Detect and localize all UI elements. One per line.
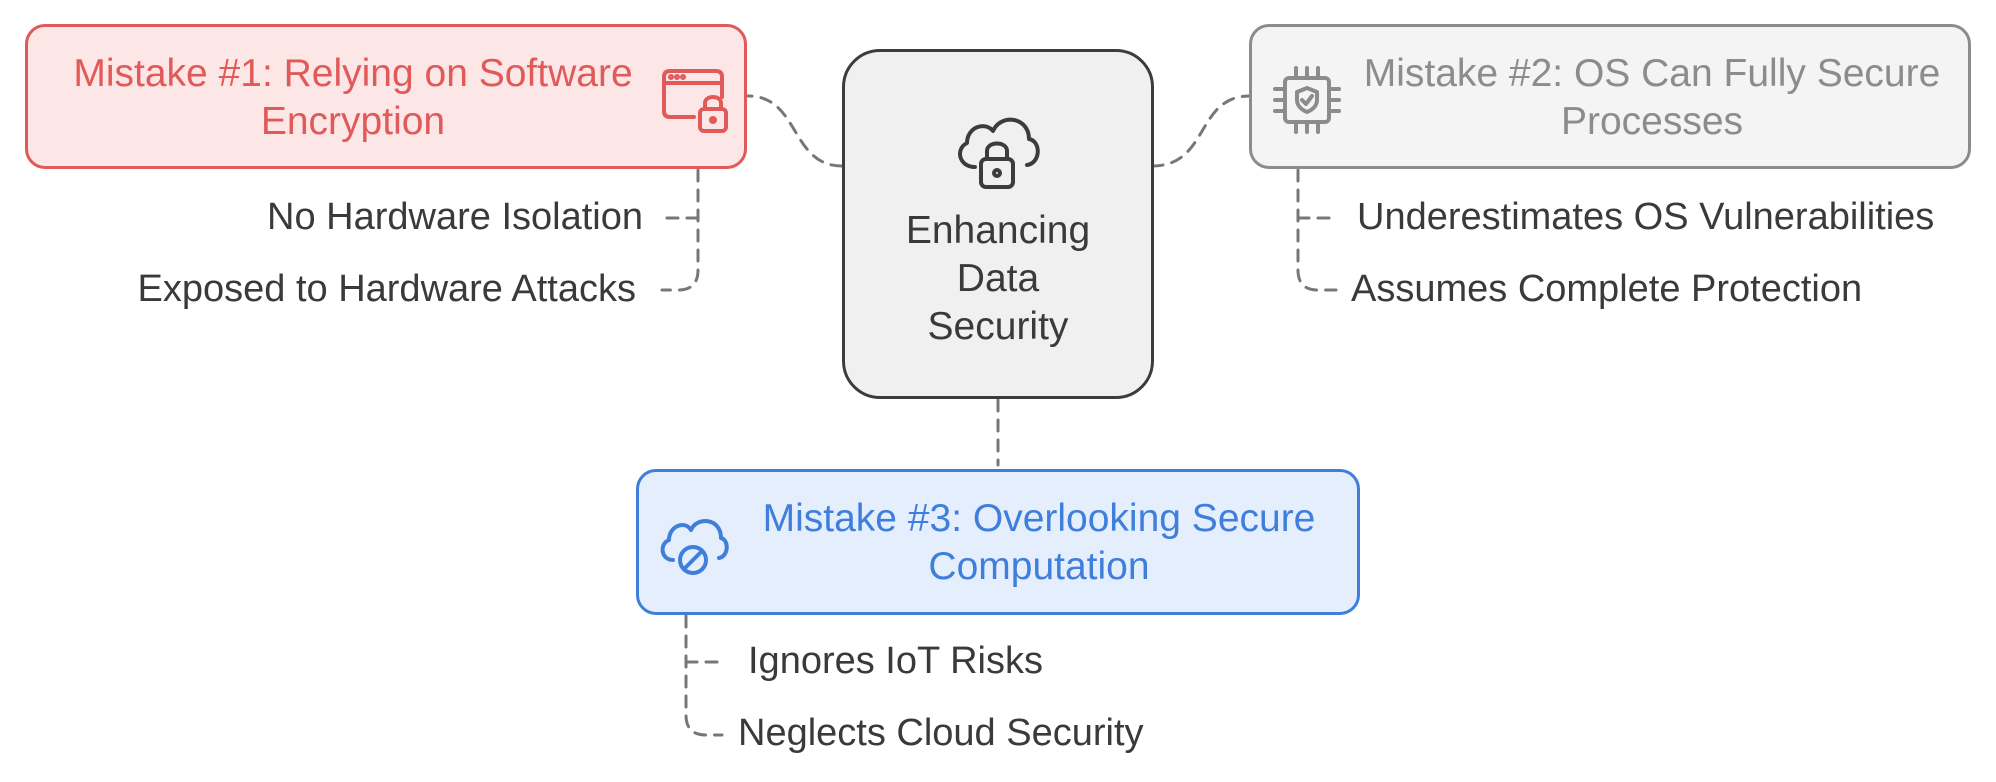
mistake1-node: Mistake #1: Relying on Software Encrypti… — [25, 24, 747, 169]
mistake2-item-1: Underestimates OS Vulnerabilities — [1357, 196, 1935, 238]
mistake1-item-1: No Hardware Isolation — [267, 196, 643, 238]
mistake1-title-line-2: Encryption — [260, 100, 446, 143]
connector-mistake1-items — [660, 168, 700, 292]
cloud-blocked-icon — [660, 519, 729, 575]
mistake2-node: Mistake #2: OS Can Fully Secure Processe… — [1249, 24, 1971, 169]
mistake3-title-line-2: Computation — [928, 545, 1150, 588]
mistake3-title-line-1: Mistake #3: Overlooking Secure — [762, 497, 1316, 540]
mistake3-node: Mistake #3: Overlooking Secure Computati… — [636, 469, 1360, 615]
mistake3-item-1: Ignores IoT Risks — [748, 640, 1043, 682]
mistake2-title: Mistake #2: OS Can Fully Secure Processe… — [1347, 50, 1957, 146]
mistake2-title-line-1: Mistake #2: OS Can Fully Secure — [1363, 52, 1941, 95]
chip-shield-icon — [1273, 66, 1341, 134]
center-node: Enhancing Data Security — [842, 49, 1154, 399]
center-title-line-2: Data — [956, 257, 1040, 300]
connector-center-to-mistake2 — [1150, 94, 1252, 168]
center-title-line-3: Security — [927, 305, 1069, 348]
center-title: Enhancing Data Security — [845, 207, 1151, 351]
mistake2-item-2: Assumes Complete Protection — [1351, 268, 1863, 310]
mistake2-title-line-2: Processes — [1560, 100, 1744, 143]
connector-mistake3-items — [684, 614, 724, 737]
mistake1-item-2: Exposed to Hardware Attacks — [137, 268, 636, 310]
mistake1-title: Mistake #1: Relying on Software Encrypti… — [48, 50, 658, 146]
browser-lock-icon — [662, 69, 728, 133]
mistake3-title: Mistake #3: Overlooking Secure Computati… — [734, 495, 1344, 591]
mistake1-title-line-1: Mistake #1: Relying on Software — [73, 52, 633, 95]
connector-center-to-mistake1 — [746, 94, 844, 168]
connector-mistake2-items — [1296, 168, 1338, 292]
cloud-lock-icon — [958, 117, 1040, 189]
center-title-line-1: Enhancing — [905, 209, 1091, 252]
mistake3-item-2: Neglects Cloud Security — [738, 712, 1144, 754]
